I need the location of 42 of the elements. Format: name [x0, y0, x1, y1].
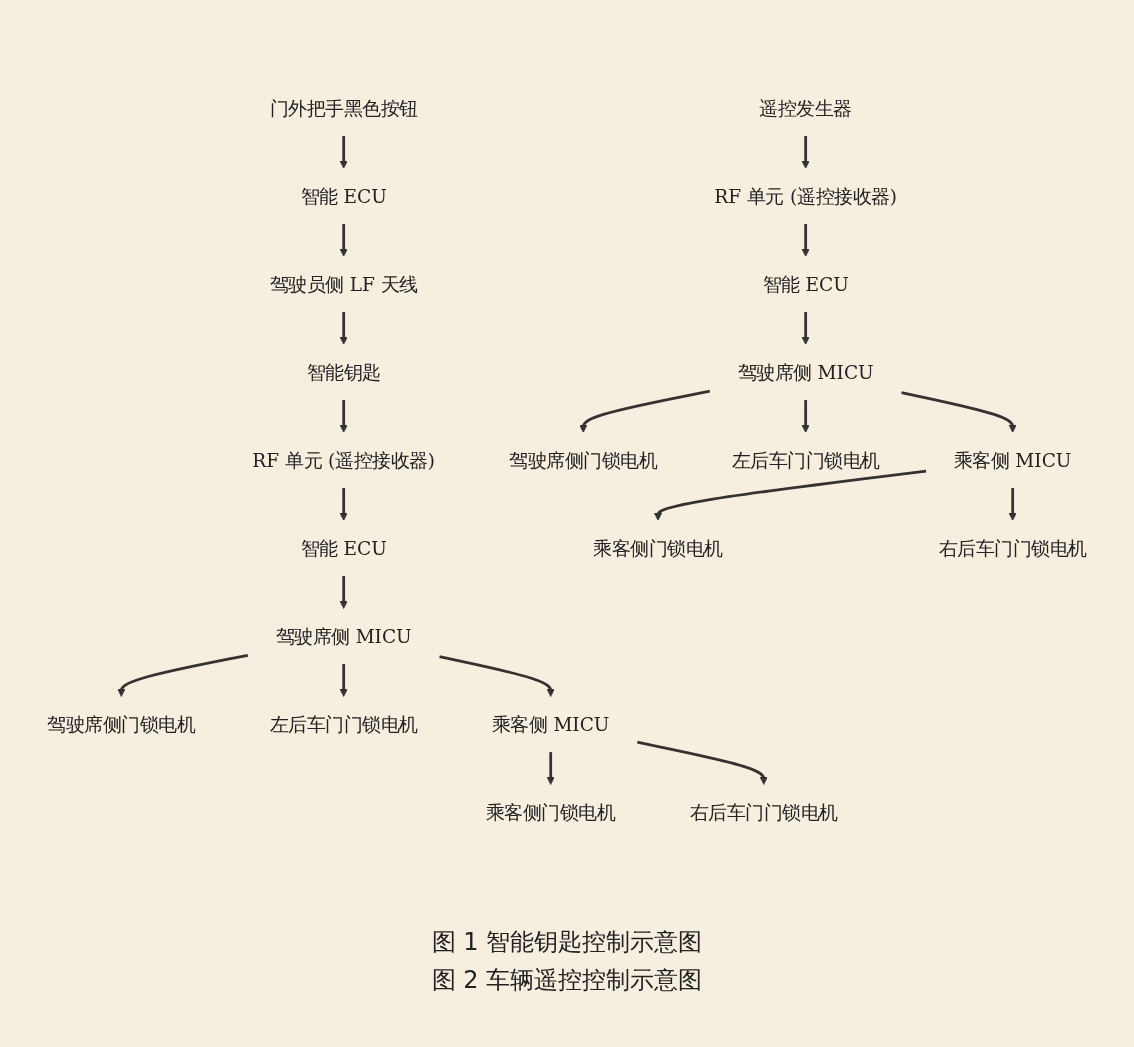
arrow: [439, 655, 555, 697]
arrow: [117, 653, 249, 697]
node-text: 右后车门门锁电机: [938, 536, 1087, 560]
arrow: [339, 311, 348, 345]
arrow: [339, 487, 348, 521]
arrow: [801, 135, 810, 169]
node-text: 乘客侧 MICU: [953, 448, 1072, 472]
node-text: 智能 ECU: [762, 272, 849, 296]
node-text: 左后车门门锁电机: [269, 712, 418, 736]
node-text: 智能 ECU: [300, 536, 387, 560]
arrow: [339, 575, 348, 609]
figure-caption: 图 2 车辆遥控控制示意图: [431, 965, 703, 996]
node-text: 乘客侧门锁电机: [593, 536, 723, 560]
node-text: 左后车门门锁电机: [731, 448, 880, 472]
node-text: 乘客侧 MICU: [491, 712, 610, 736]
node-text: RF 单元 (遥控接收器): [252, 448, 436, 472]
node-text: 驾驶席侧 MICU: [275, 624, 412, 648]
arrow: [654, 469, 927, 521]
arrow: [339, 223, 348, 257]
node-text: 智能钥匙: [306, 360, 381, 384]
arrow: [801, 311, 810, 345]
arrow: [579, 389, 711, 433]
node-text: 驾驶席侧门锁电机: [509, 448, 658, 472]
node-text: 乘客侧门锁电机: [485, 800, 616, 824]
arrow: [339, 135, 348, 169]
node-text: 遥控发生器: [759, 96, 852, 120]
node-text: 智能 ECU: [300, 184, 387, 208]
arrow: [801, 399, 810, 433]
figure-caption: 图 1 智能钥匙控制示意图: [431, 927, 703, 958]
arrow: [339, 663, 348, 697]
node-text: 驾驶席侧 MICU: [737, 360, 874, 384]
node-text: 驾驶席侧门锁电机: [47, 712, 196, 736]
node-text: 右后车门门锁电机: [689, 800, 838, 824]
arrow: [546, 751, 555, 785]
node-text: RF 单元 (遥控接收器): [714, 184, 898, 208]
node-text: 驾驶员侧 LF 天线: [269, 272, 418, 296]
arrow: [637, 740, 768, 785]
arrow: [801, 223, 810, 257]
arrow: [339, 399, 348, 433]
arrow: [1008, 487, 1017, 521]
arrow: [901, 391, 1017, 433]
node-text: 门外把手黑色按钮: [269, 96, 418, 120]
